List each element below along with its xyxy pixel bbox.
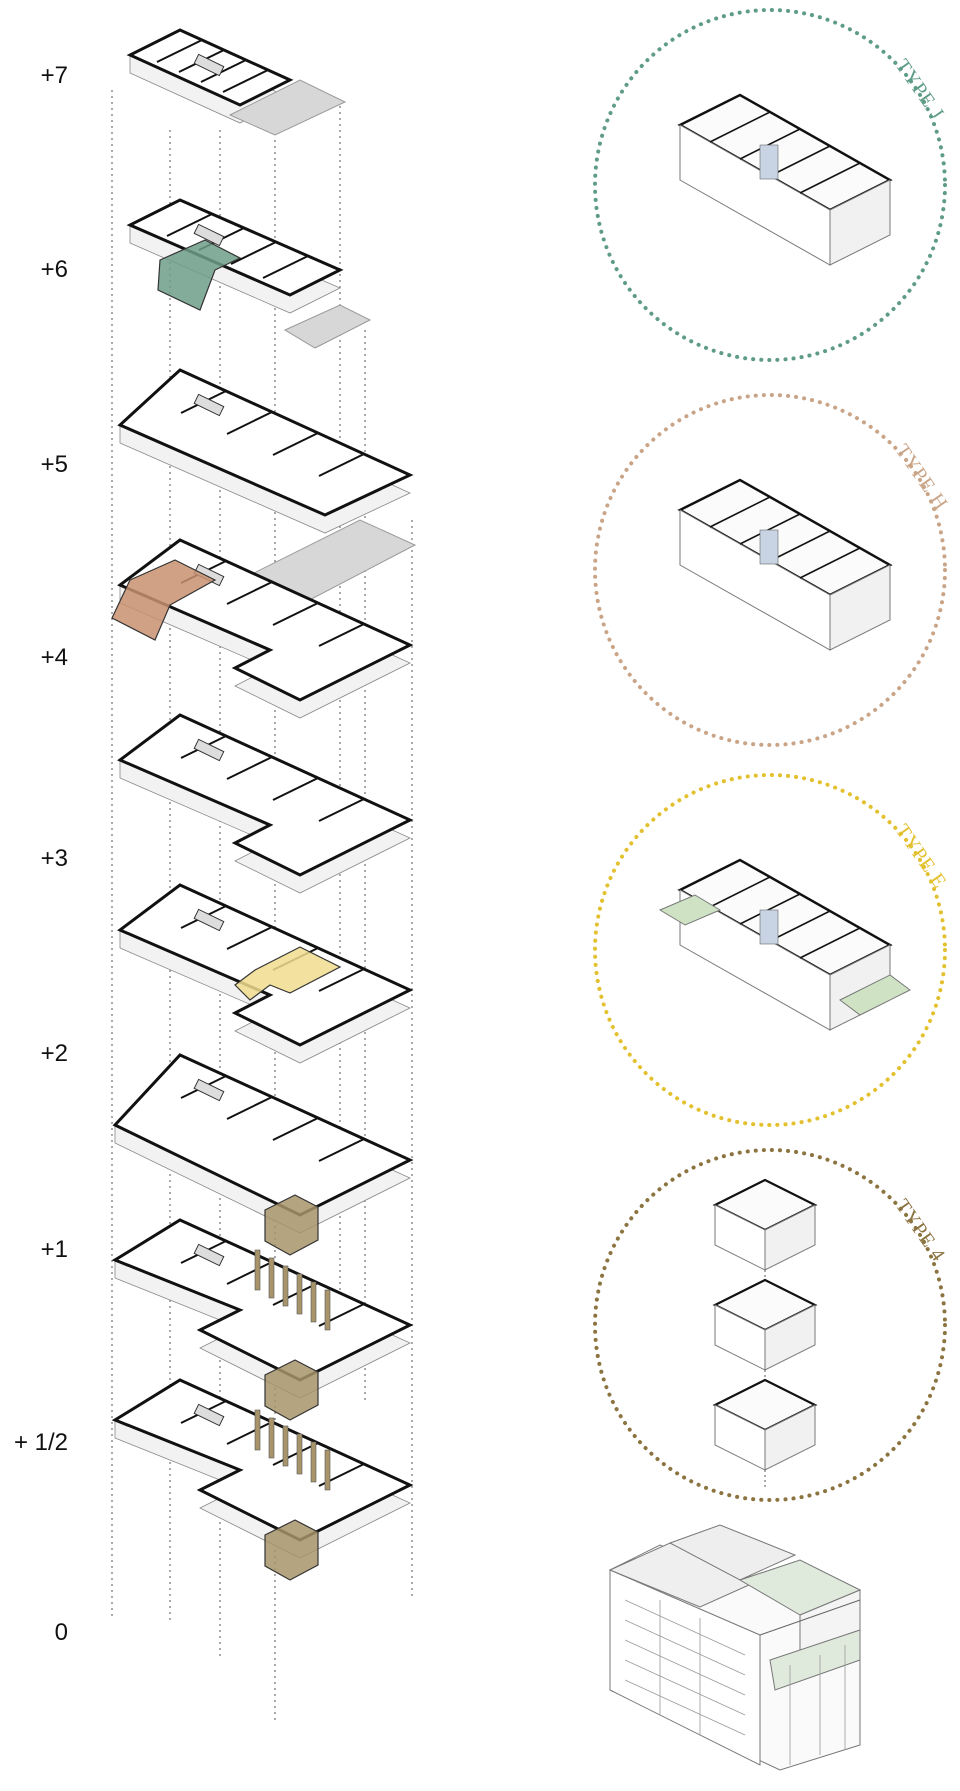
highlighted-unit-orange [111,559,217,641]
stair-core [193,908,225,932]
stair-core [193,1243,225,1267]
dotted-circle [593,1148,947,1502]
interior-wall [226,756,273,780]
floor-label-5: +5 [41,451,68,478]
floor-label-7: +7 [41,62,68,89]
terrace-slab [283,304,372,349]
stair-core [193,223,225,247]
floor-label-0: 0 [55,1619,68,1646]
interior-wall [262,255,309,279]
interior-wall [226,1261,273,1285]
highlighted-unit-yellow [234,946,342,1001]
slab-top [117,368,414,517]
stair-core [193,53,225,77]
unit-type-label: TYPE J [891,55,948,124]
interior-wall [318,453,365,477]
floor-label-1: +1 [41,1236,68,1263]
interior-wall [272,1117,319,1141]
highlighted-unit-green [157,239,242,311]
column [296,1273,303,1315]
floor-label-2: +2 [41,1040,68,1067]
column [254,1409,261,1451]
interior-wall [226,411,273,435]
floor-slab-4 [117,713,414,894]
interior-wall [272,1282,319,1306]
interior-wall [272,432,319,456]
unit-type-panel-2: TYPE E [593,773,951,1127]
triplex-axonometric-icon [712,1178,818,1490]
apartment-axonometric-icon [677,93,893,266]
interior-wall [200,59,247,83]
interior-wall [230,241,277,265]
floor-labels: +7 +6 +5 +4 +3 +2 +1 + 1/2 0 [14,62,68,1646]
building-massing-icon [608,1524,862,1771]
dotted-circle [593,393,947,747]
floor-stack [111,28,417,1581]
interior-wall [318,798,365,822]
floor-slab-5 [117,883,414,1064]
highlighted-unit-olive [264,1194,319,1256]
terrace-slab [228,79,347,136]
floor-label-3: +3 [41,845,68,872]
unit-type-label: TYPE E [891,820,951,893]
stair-core [193,738,225,762]
floor-label-half: + 1/2 [14,1429,68,1456]
dotted-circle [593,773,947,1127]
unit-type-label: TYPE H [891,440,952,514]
interior-wall [318,1138,365,1162]
floor-slab-1 [126,198,372,349]
floor-slab-6 [112,1053,414,1256]
floor-slab-7 [111,1218,414,1421]
stair-core [193,1078,225,1102]
interior-wall [226,581,273,605]
interior-wall [226,926,273,950]
interior-wall [272,777,319,801]
stair-core [193,1403,225,1427]
floor-slab-3 [111,538,414,719]
interior-wall [226,1421,273,1445]
interior-wall [318,968,365,992]
dotted-circle [593,8,947,362]
column [310,1441,317,1483]
floor-label-4: +4 [41,644,68,671]
highlighted-unit-olive [264,1359,319,1421]
floor-slab-0 [126,28,347,136]
column [324,1289,331,1331]
column [254,1249,261,1291]
interior-wall [272,1442,319,1466]
interior-wall [222,69,269,93]
unit-type-panel-1: TYPE H [593,393,952,747]
floor-slab-2 [117,368,417,606]
unit-type-panel-0: TYPE J [593,8,948,362]
interior-wall [166,213,213,237]
column [296,1433,303,1475]
unit-type-panel-3: TYPE 4 [593,1148,950,1502]
apartment-axonometric-icon [658,858,911,1031]
stair-core [193,393,225,417]
column [282,1425,289,1467]
unit-type-panels: TYPE J TYPE H TYPE E TYPE 4 [593,8,952,1502]
unit-type-label: TYPE 4 [891,1195,950,1266]
apartment-axonometric-icon [677,478,893,651]
column [268,1257,275,1299]
interior-wall [318,623,365,647]
slab-top [126,198,344,297]
column [324,1449,331,1491]
column [268,1417,275,1459]
column [310,1281,317,1323]
interior-wall [272,602,319,626]
floor-label-6: +6 [41,256,68,283]
floor-slab-8 [111,1378,414,1581]
interior-wall [156,39,203,63]
slab-top [117,713,414,877]
highlighted-unit-olive [264,1519,319,1581]
column [282,1265,289,1307]
interior-wall [226,1096,273,1120]
